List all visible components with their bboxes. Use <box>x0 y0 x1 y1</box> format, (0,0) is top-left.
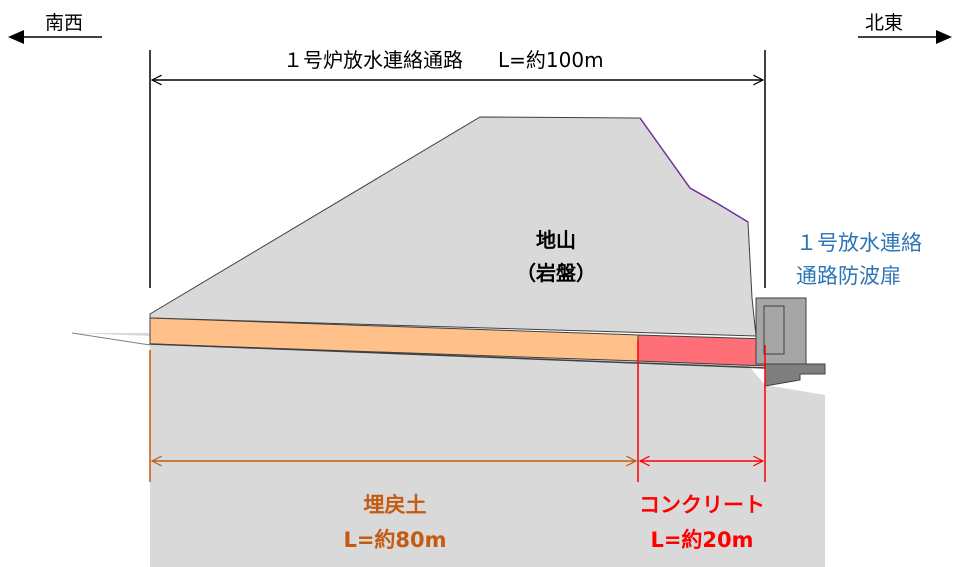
direction-northeast-label: 北東 <box>865 12 903 34</box>
door-label-line1: １号放水連絡 <box>796 231 922 255</box>
ground-surface-line <box>71 332 151 346</box>
passage-label: １号炉放水連絡通路 <box>283 48 463 72</box>
lower-ground <box>72 333 825 567</box>
door-base-step <box>764 363 826 387</box>
northeast-arrowhead-icon <box>936 30 952 44</box>
ground-rock-label: （岩盤） <box>516 261 596 285</box>
door-label-line2: 通路防波扉 <box>796 264 901 288</box>
southwest-arrowhead-icon <box>8 30 24 44</box>
mountain-ridge-edge <box>639 117 749 223</box>
door-block-inner <box>763 305 785 355</box>
passage-length: L=約100m <box>498 48 604 72</box>
concrete-length-label: L=約20m <box>650 528 753 552</box>
tunnel-bottom-line <box>149 343 766 369</box>
mountain-rock-mass <box>149 116 757 337</box>
concrete-name-label: コンクリート <box>639 493 765 517</box>
backfill-length-label: L=約80m <box>343 528 446 552</box>
direction-southwest-label: 南西 <box>45 12 83 34</box>
backfill-name-label: 埋戻土 <box>364 493 427 517</box>
ground-label: 地山 <box>536 228 576 252</box>
concrete-band <box>637 334 766 367</box>
